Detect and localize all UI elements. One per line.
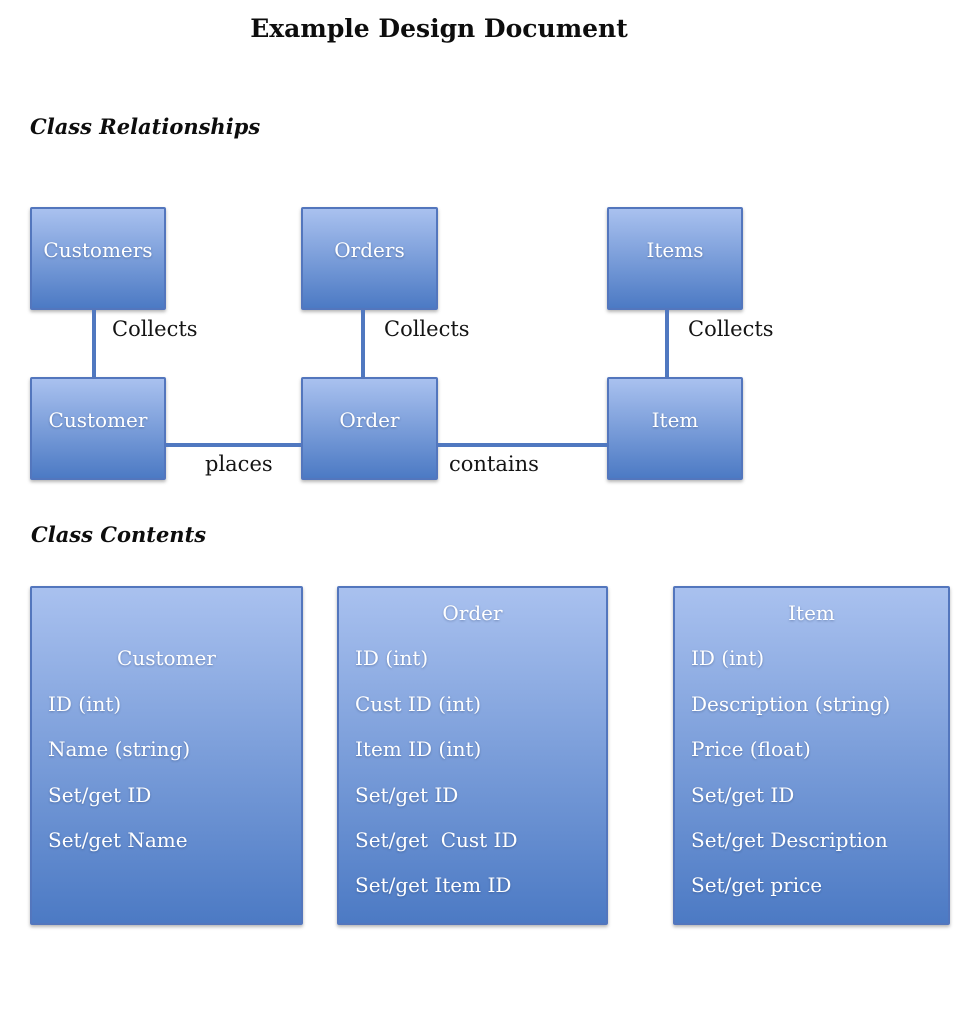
connector-items-item	[665, 310, 669, 377]
class-box-orders: Orders	[301, 207, 438, 310]
class-field: Set/get Description	[691, 827, 888, 852]
class-box-order: Order	[301, 377, 438, 480]
class-field: Set/get Item ID	[355, 873, 512, 898]
link-label-collects-2: Collects	[384, 317, 470, 341]
class-box-customers-label: Customers	[43, 237, 153, 262]
connector-customer-order	[166, 443, 301, 447]
class-box-order-label: Order	[339, 407, 400, 432]
class-box-items: Items	[607, 207, 743, 310]
class-box-orders-label: Orders	[334, 237, 405, 262]
class-field: Cust ID (int)	[355, 691, 482, 716]
link-label-places: places	[205, 452, 273, 476]
class-field: ID (int)	[355, 646, 429, 671]
connector-orders-order	[361, 310, 365, 377]
class-field: Set/get ID	[48, 782, 152, 807]
document-title: Example Design Document	[250, 14, 628, 43]
class-contents-box-customer: Customer ID (int) Name (string) Set/get …	[30, 586, 303, 925]
class-box-item: Item	[607, 377, 743, 480]
class-contents-title-customer: Customer	[117, 646, 216, 671]
class-field: ID (int)	[48, 691, 122, 716]
link-label-contains: contains	[449, 452, 539, 476]
class-contents-title-order: Order	[442, 601, 503, 625]
class-contents-box-item: Item ID (int) Description (string) Price…	[673, 586, 950, 925]
section-heading-class-relationships: Class Relationships	[30, 114, 261, 139]
class-box-customer-label: Customer	[48, 407, 148, 432]
link-label-collects-1: Collects	[112, 317, 198, 341]
class-field: Set/get ID	[691, 782, 795, 807]
class-contents-box-order: Order ID (int) Cust ID (int) Item ID (in…	[337, 586, 608, 925]
link-label-collects-3: Collects	[688, 317, 774, 341]
class-field: Set/get Name	[48, 827, 188, 852]
class-contents-title-item: Item	[788, 601, 835, 625]
class-field: Description (string)	[691, 691, 891, 716]
class-field: ID (int)	[691, 646, 765, 671]
class-field: Price (float)	[691, 737, 811, 762]
class-field: Set/get ID	[355, 782, 459, 807]
connector-customers-customer	[92, 310, 96, 377]
class-box-item-label: Item	[651, 407, 699, 432]
class-field: Set/get price	[691, 873, 823, 898]
class-field: Name (string)	[48, 737, 191, 762]
class-field: Item ID (int)	[355, 737, 482, 762]
blank-row	[32, 591, 301, 636]
class-box-customers: Customers	[30, 207, 166, 310]
connector-order-item	[438, 443, 607, 447]
class-field: Set/get Cust ID	[355, 827, 518, 852]
class-box-customer: Customer	[30, 377, 166, 480]
section-heading-class-contents: Class Contents	[31, 522, 207, 547]
class-box-items-label: Items	[646, 237, 704, 262]
